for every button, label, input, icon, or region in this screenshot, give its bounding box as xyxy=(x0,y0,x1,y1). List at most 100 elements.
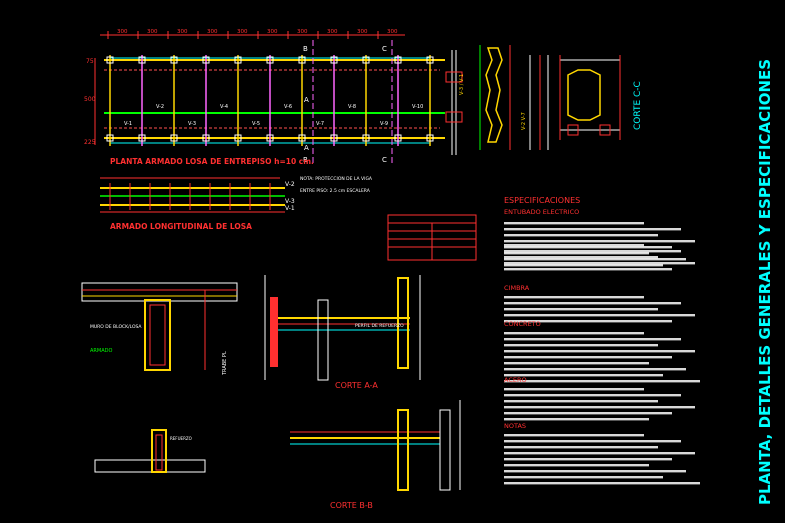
spec-text-line xyxy=(504,262,695,265)
plan-joists xyxy=(106,55,434,146)
plan-dim-top: 300 xyxy=(147,29,158,35)
spec-text-line xyxy=(504,452,695,455)
spec-text-line xyxy=(504,240,695,243)
plan-beam-label: V-1 xyxy=(124,121,132,127)
svg-text:ARMADO: ARMADO xyxy=(90,348,112,354)
spec-text-line xyxy=(504,470,686,473)
spec-text-line xyxy=(504,368,686,371)
spec-text-line xyxy=(504,302,681,305)
section-mark-a-bottom: A xyxy=(304,144,309,152)
longitudinal-ticks xyxy=(109,183,271,210)
drawing-title: PLANTA, DETALLES GENERALES Y ESPECIFICAC… xyxy=(756,59,774,505)
section-mark-b-top: B xyxy=(303,45,308,53)
plan-dim-top: 300 xyxy=(267,29,278,35)
spec-text-line xyxy=(504,388,644,391)
spec-text-line xyxy=(504,350,695,353)
plan-beam-label: V-6 xyxy=(284,104,292,110)
spec-text-line xyxy=(504,356,672,359)
spec-text-line xyxy=(504,476,663,479)
plan-column xyxy=(394,134,402,142)
plan-column xyxy=(266,56,274,64)
plan-note-1: NOTA: PROTECCION DE LA VIGA xyxy=(300,176,373,182)
plan-column xyxy=(362,56,370,64)
section-cc-caption: CORTE C-C xyxy=(633,81,643,130)
plan-dim-left-2: 500 xyxy=(84,96,96,103)
footing-detail: REFUERZO xyxy=(94,429,206,473)
spec-text-line xyxy=(504,222,644,225)
plan-column xyxy=(234,134,242,142)
plan-column xyxy=(106,56,114,64)
plan-dim-top: 300 xyxy=(357,29,368,35)
section-mark-a-top: A xyxy=(304,96,309,104)
spec-text-line xyxy=(504,268,672,271)
spec-cimbra: CIMBRA xyxy=(504,284,530,292)
section-mark-c-bottom: C xyxy=(382,156,387,164)
plan-column xyxy=(202,56,210,64)
svg-text:MURO DE BLOCK/LOSA: MURO DE BLOCK/LOSA xyxy=(90,324,142,330)
long-caption: ARMADO LONGITUDINAL DE LOSA xyxy=(110,222,252,231)
spec-text-line xyxy=(504,264,663,267)
specifications: ESPECIFICACIONES ENTUBADO ELECTRICO CIMB… xyxy=(504,196,700,485)
plan-column xyxy=(362,134,370,142)
plan-column xyxy=(426,56,434,64)
plan-column xyxy=(426,134,434,142)
spec-text-line xyxy=(504,332,644,335)
plan-dim-top: 300 xyxy=(327,29,338,35)
plan-column xyxy=(266,134,274,142)
plan-column xyxy=(202,134,210,142)
plan-beam-label: V-2 xyxy=(156,104,164,110)
plan-column xyxy=(394,56,402,64)
plan-beam-label: V-3 xyxy=(188,121,196,127)
spec-text-line xyxy=(504,464,649,467)
spec-text-line xyxy=(504,234,658,237)
plan-note-2: ENTRE PISO: 2.5 cm ESCALERA xyxy=(300,188,371,194)
svg-text:V-2 V-7: V-2 V-7 xyxy=(521,112,527,130)
spec-text-line xyxy=(504,256,658,259)
spec-text-line xyxy=(504,482,700,485)
spec-text-line xyxy=(504,308,658,311)
plan-dim-top: 300 xyxy=(177,29,188,35)
plan-dim-top: 300 xyxy=(117,29,128,35)
svg-text:REFUERZO: REFUERZO xyxy=(170,436,192,441)
spec-acero: ACERO xyxy=(504,376,527,384)
spec-concreto: CONCRETO xyxy=(504,320,541,328)
section-bb-caption: CORTE B-B xyxy=(330,501,373,510)
plan-dim-top: 300 xyxy=(387,29,398,35)
vertical-details: V-3 / V-1 V-2 V-7 CORTE C-C xyxy=(445,45,643,155)
longitudinal-detail: V-2 V-3 V-1 ARMADO LONGITUDINAL DE LOSA … xyxy=(100,176,373,231)
plan-beam-label: V-4 xyxy=(220,104,228,110)
plan-beam-label: V-5 xyxy=(252,121,260,127)
plan-beam-label: V-7 xyxy=(316,121,324,127)
spec-text-line xyxy=(504,380,700,383)
plan-column xyxy=(298,56,306,64)
plan-dim-top: 300 xyxy=(207,29,218,35)
spec-heading: ESPECIFICACIONES xyxy=(504,196,580,205)
plan-column xyxy=(170,134,178,142)
spec-text-line xyxy=(504,338,681,341)
spec-text-line xyxy=(504,400,658,403)
spec-text-line xyxy=(504,314,695,317)
spec-text-line xyxy=(504,374,663,377)
plan-dim-left-3: 225 xyxy=(84,139,96,146)
section-aa: PERFIL DE REFUERZO CORTE A-A xyxy=(264,275,421,390)
spec-text-line xyxy=(504,440,681,443)
plan-column xyxy=(330,134,338,142)
spec-text-line xyxy=(504,320,672,323)
spec-text-line xyxy=(504,458,672,461)
plan-column xyxy=(106,134,114,142)
plan-column xyxy=(138,56,146,64)
spec-text-line xyxy=(504,228,681,231)
long-label-3: V-1 xyxy=(285,205,295,212)
beam-column-detail: MURO DE BLOCK/LOSA ARMADO TRABE PL xyxy=(81,282,238,376)
spec-text-line xyxy=(504,296,644,299)
plan-beam-label: V-8 xyxy=(348,104,356,110)
spec-notas: NOTAS xyxy=(504,422,526,430)
spec-text-line xyxy=(504,394,681,397)
plan-dim-top: 300 xyxy=(297,29,308,35)
long-label-2: V-3 xyxy=(285,198,295,205)
plan-column xyxy=(234,56,242,64)
section-bb: CORTE B-B xyxy=(290,400,461,510)
svg-text:V-3 / V-1: V-3 / V-1 xyxy=(459,74,465,95)
reinforcement-table xyxy=(387,214,477,261)
